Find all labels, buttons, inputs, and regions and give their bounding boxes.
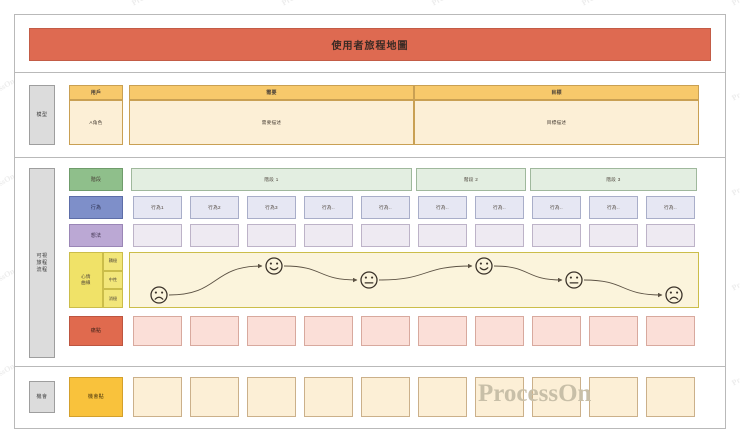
persona-user-body[interactable]: A角色 xyxy=(69,100,123,145)
mood-sublabel-neutral: 中性 xyxy=(103,270,123,290)
thought-cell[interactable] xyxy=(589,224,638,247)
background-watermark-text: ProcessOn xyxy=(0,0,16,7)
persona-need-header: 需要 xyxy=(129,85,414,100)
persona-goal-header: 目標 xyxy=(414,85,699,100)
behavior-cell[interactable]: 行為.. xyxy=(646,196,695,219)
opportunity-cell[interactable] xyxy=(589,377,638,417)
row-label-thoughts: 想法 xyxy=(69,224,123,247)
background-watermark-text: ProcessOn xyxy=(730,266,740,293)
diagram-frame: 使用者旅程地圖 模型 用戶 A角色 需要 需要描述 目標 目標描述 可視 旅程 … xyxy=(14,14,726,429)
painpoint-cell[interactable] xyxy=(190,316,239,346)
behavior-cell[interactable]: 行為3 xyxy=(247,196,296,219)
background-watermark-text: ProcessOn xyxy=(730,361,740,388)
behavior-cell[interactable]: 行為.. xyxy=(475,196,524,219)
background-watermark-text: ProcessOn xyxy=(730,171,740,198)
stage-cell[interactable]: 階段 1 xyxy=(131,168,412,191)
persona-side-label: 模型 xyxy=(29,85,55,145)
persona-need-body[interactable]: 需要描述 xyxy=(129,100,414,145)
stage-cell[interactable]: 階段 2 xyxy=(416,168,526,191)
thought-cell[interactable] xyxy=(247,224,296,247)
painpoint-cell[interactable] xyxy=(247,316,296,346)
thought-cell[interactable] xyxy=(646,224,695,247)
opportunity-cell[interactable] xyxy=(190,377,239,417)
painpoint-cell[interactable] xyxy=(646,316,695,346)
opportunity-cell[interactable] xyxy=(532,377,581,417)
painpoint-cell[interactable] xyxy=(475,316,524,346)
row-label-stages: 階段 xyxy=(69,168,123,191)
thought-cell[interactable] xyxy=(361,224,410,247)
journey-band: 可視 旅程 流程 階段 行為 想法 心情 曲線 積極 中性 消極 痛點 階段 1… xyxy=(15,158,725,367)
row-label-painpoints: 痛點 xyxy=(69,316,123,346)
opportunity-cell[interactable] xyxy=(475,377,524,417)
mood-sublabel-negative: 消極 xyxy=(103,289,123,308)
background-watermark-text: ProcessOn xyxy=(130,0,166,7)
opportunity-cell[interactable] xyxy=(361,377,410,417)
thought-cell[interactable] xyxy=(475,224,524,247)
persona-band: 模型 用戶 A角色 需要 需要描述 目標 目標描述 xyxy=(15,73,725,158)
painpoint-cell[interactable] xyxy=(589,316,638,346)
opportunity-band: 機會 機會點 ProcessOn xyxy=(15,367,725,428)
mood-sublabel-positive: 積極 xyxy=(103,252,123,271)
background-watermark-text: ProcessOn xyxy=(730,0,740,7)
opportunity-cell[interactable] xyxy=(247,377,296,417)
background-watermark-text: ProcessOn xyxy=(280,0,316,7)
painpoint-cell[interactable] xyxy=(418,316,467,346)
thought-cell[interactable] xyxy=(304,224,353,247)
persona-goal-body[interactable]: 目標描述 xyxy=(414,100,699,145)
persona-user-header: 用戶 xyxy=(69,85,123,100)
painpoint-cell[interactable] xyxy=(304,316,353,346)
painpoint-cell[interactable] xyxy=(361,316,410,346)
mood-curve-panel xyxy=(129,252,699,308)
thought-cell[interactable] xyxy=(532,224,581,247)
opportunity-cell[interactable] xyxy=(304,377,353,417)
thought-cell[interactable] xyxy=(133,224,182,247)
background-watermark-text: ProcessOn xyxy=(730,76,740,103)
behavior-cell[interactable]: 行為1 xyxy=(133,196,182,219)
opportunity-side-label: 機會 xyxy=(29,381,55,413)
title-band: 使用者旅程地圖 xyxy=(15,15,725,73)
behavior-cell[interactable]: 行為.. xyxy=(304,196,353,219)
thought-cell[interactable] xyxy=(190,224,239,247)
opportunity-cell[interactable] xyxy=(133,377,182,417)
background-watermark-text: ProcessOn xyxy=(430,0,466,7)
stage-cell[interactable]: 階段 3 xyxy=(530,168,697,191)
row-label-behaviors: 行為 xyxy=(69,196,123,219)
painpoint-cell[interactable] xyxy=(532,316,581,346)
thought-cell[interactable] xyxy=(418,224,467,247)
behavior-cell[interactable]: 行為.. xyxy=(418,196,467,219)
painpoint-cell[interactable] xyxy=(133,316,182,346)
opportunity-cell[interactable] xyxy=(646,377,695,417)
behavior-cell[interactable]: 行為.. xyxy=(532,196,581,219)
behavior-cell[interactable]: 行為2 xyxy=(190,196,239,219)
row-label-opportunity: 機會點 xyxy=(69,377,123,417)
behavior-cell[interactable]: 行為.. xyxy=(361,196,410,219)
page-title: 使用者旅程地圖 xyxy=(29,28,711,61)
behavior-cell[interactable]: 行為.. xyxy=(589,196,638,219)
background-watermark-text: ProcessOn xyxy=(580,0,616,7)
row-label-mood: 心情 曲線 xyxy=(69,252,103,308)
opportunity-cell[interactable] xyxy=(418,377,467,417)
journey-side-label: 可視 旅程 流程 xyxy=(29,168,55,358)
